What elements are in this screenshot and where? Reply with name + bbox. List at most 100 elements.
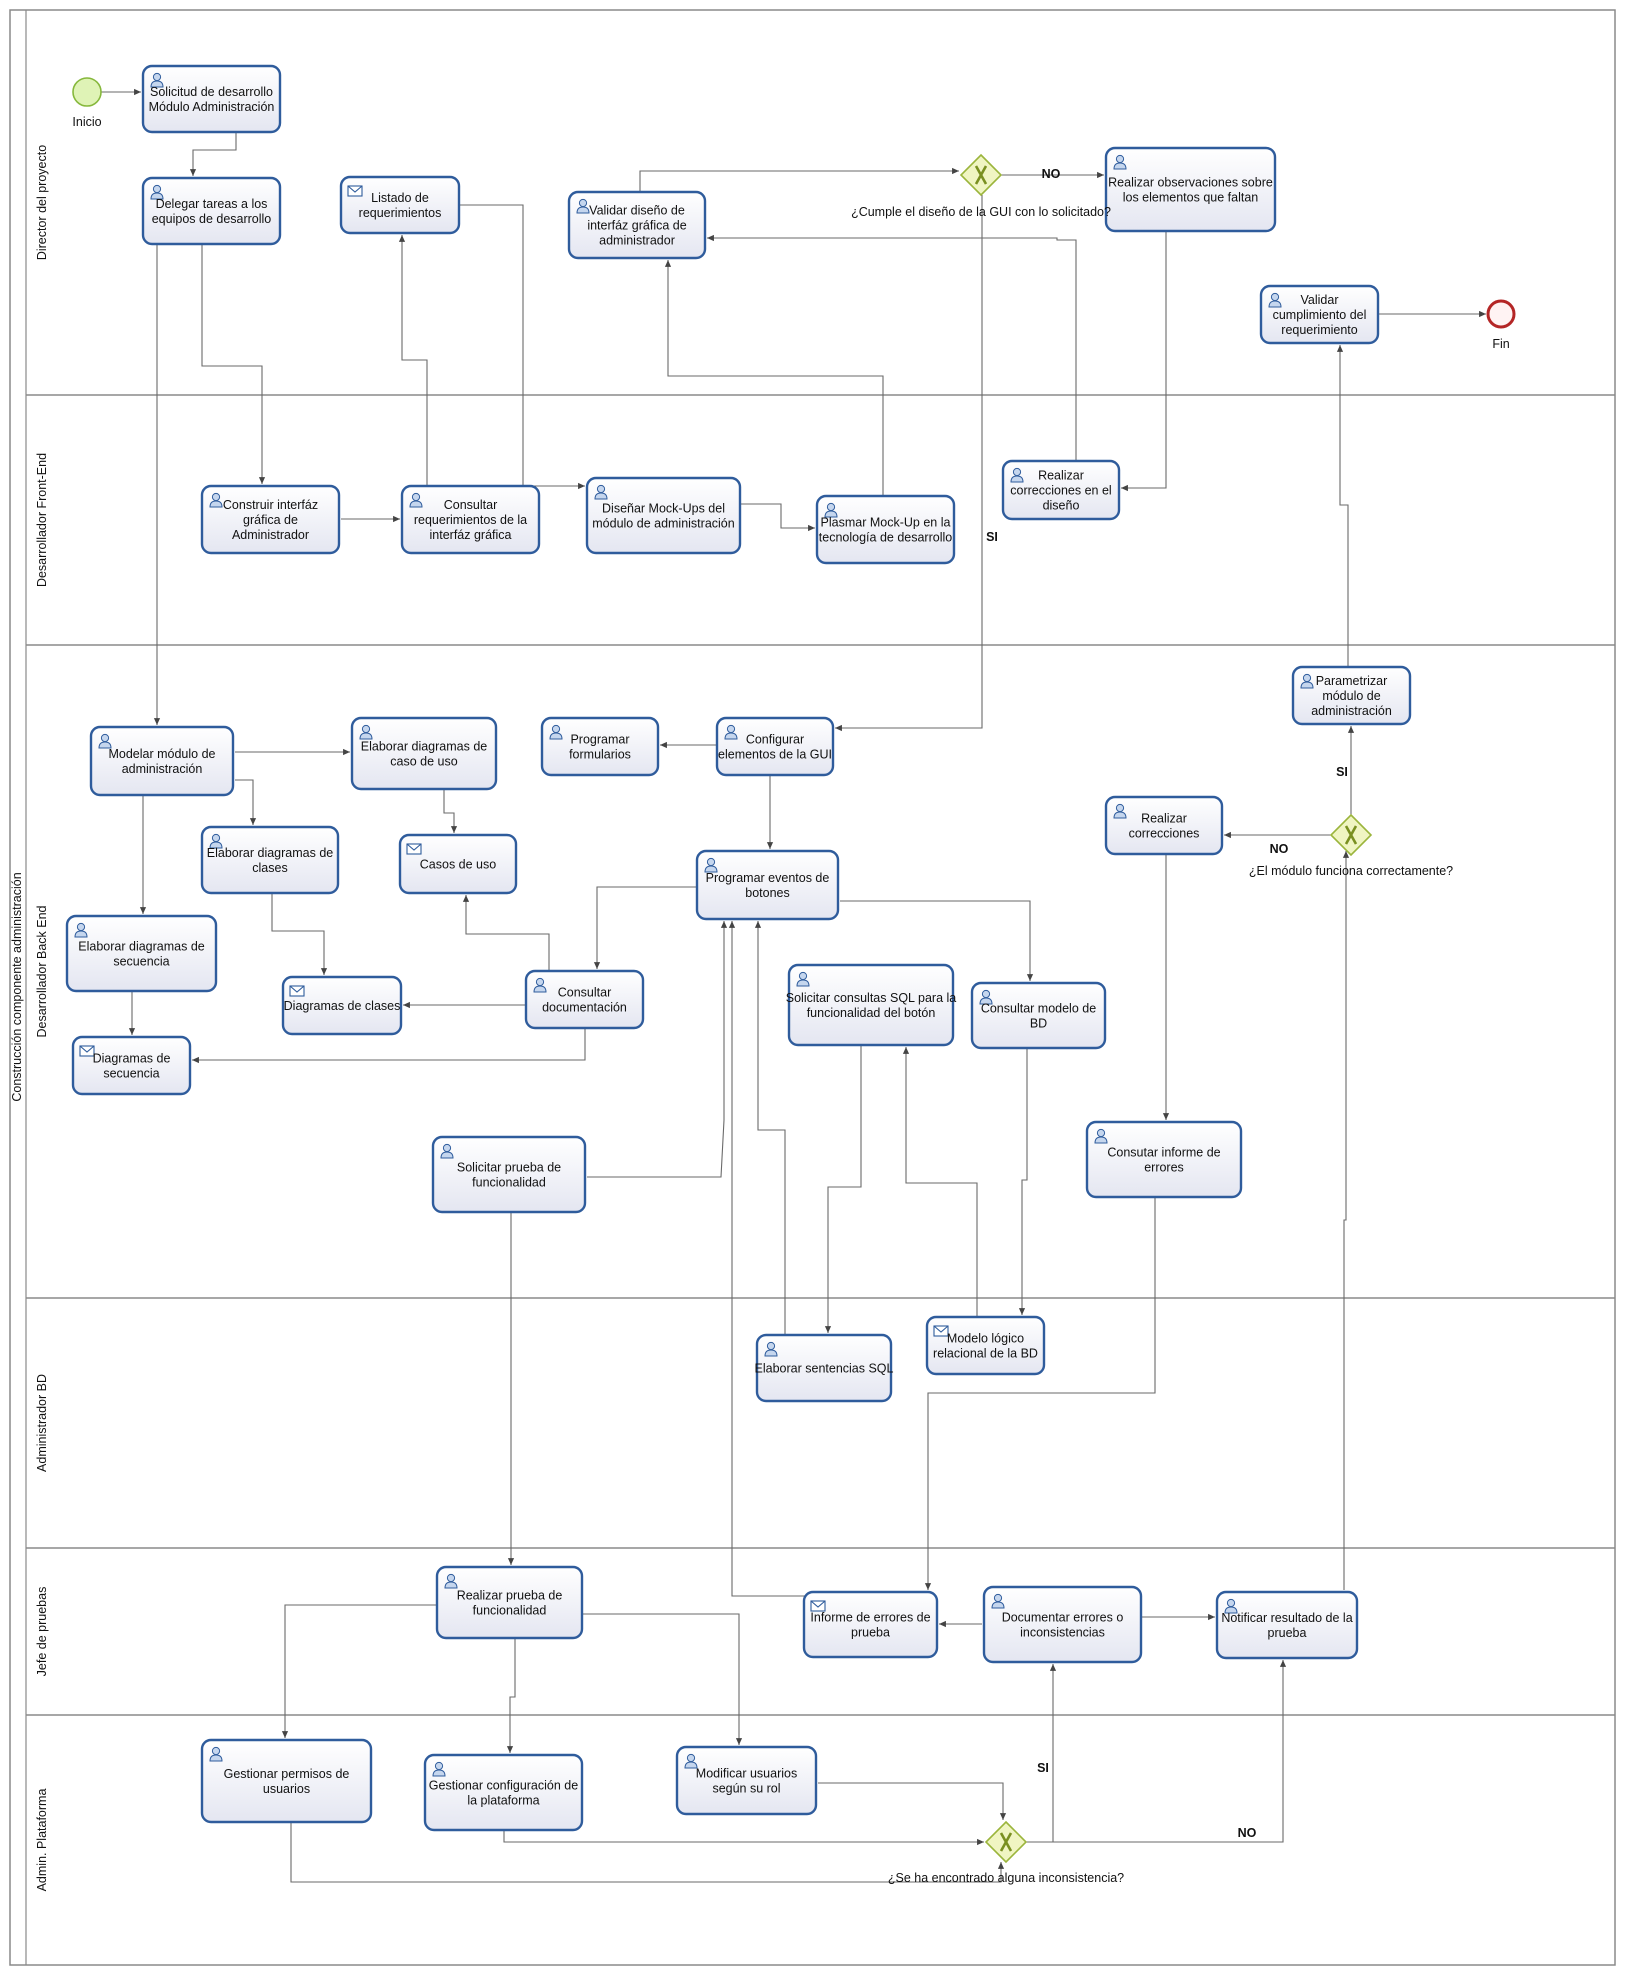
user-icon	[74, 922, 88, 938]
envelope-icon	[406, 843, 422, 855]
sequence-flow	[740, 503, 815, 532]
sequence-flow	[664, 260, 884, 496]
user-icon	[150, 72, 164, 88]
sequence-flow	[593, 886, 697, 969]
sequence-flow	[1342, 851, 1350, 1590]
sequence-flow	[271, 893, 328, 975]
user-icon	[796, 971, 810, 987]
event-label: Inicio	[72, 115, 101, 129]
sequence-flow	[398, 235, 428, 486]
sequence-flow	[503, 1830, 984, 1846]
envelope-icon	[289, 985, 305, 997]
task-diagramas-clases[interactable]: Diagramas de clases	[281, 975, 403, 1036]
sequence-flow	[707, 234, 1077, 461]
task-box	[200, 484, 341, 555]
task-box	[431, 1135, 587, 1214]
gateway-gw-gui[interactable]: ¿Cumple el diseño de la GUI con lo solic…	[851, 153, 1111, 219]
task-box	[339, 175, 461, 235]
user-icon	[432, 1761, 446, 1777]
task-box	[982, 1585, 1143, 1664]
sequence-flow	[290, 1822, 1005, 1883]
task-box	[925, 1315, 1046, 1376]
task-casos-uso[interactable]: Casos de uso	[398, 833, 518, 895]
task-box	[755, 1333, 893, 1403]
task-box	[815, 494, 956, 565]
sequence-flow	[189, 132, 237, 176]
user-icon	[1010, 467, 1024, 483]
task-box	[524, 969, 645, 1030]
sequence-flow	[506, 1638, 516, 1753]
sequence-flow	[587, 921, 728, 1178]
task-box	[89, 725, 235, 797]
sequence-flow	[824, 1045, 862, 1333]
sequence-flow	[192, 1028, 586, 1064]
user-icon	[549, 724, 563, 740]
sequence-flow	[924, 1197, 1156, 1590]
end-event[interactable]: Fin	[1486, 299, 1516, 351]
event-label: Fin	[1492, 337, 1509, 351]
task-box	[350, 716, 498, 791]
gateway-label: ¿Se ha encontrado alguna inconsistencia?	[888, 1871, 1124, 1885]
task-box	[65, 914, 218, 993]
task-elaborar-sql[interactable]: Elaborar sentencias SQL	[755, 1333, 894, 1403]
flow-label-lbl-no-gui: NO	[1042, 167, 1061, 181]
task-box	[540, 716, 660, 777]
sequence-flow	[1336, 345, 1349, 667]
envelope-icon	[347, 185, 363, 197]
user-icon	[684, 1753, 698, 1769]
sequence-flow	[835, 195, 983, 732]
start-event-circle	[72, 77, 102, 107]
task-label: Diagramas de clases	[284, 999, 401, 1013]
gateway-gw-inconsistencia[interactable]: ¿Se ha encontrado alguna inconsistencia?	[888, 1820, 1124, 1885]
start-event[interactable]: Inicio	[72, 77, 102, 129]
gateway-gw-modulo[interactable]: ¿El módulo funciona correctamente?	[1249, 813, 1453, 878]
